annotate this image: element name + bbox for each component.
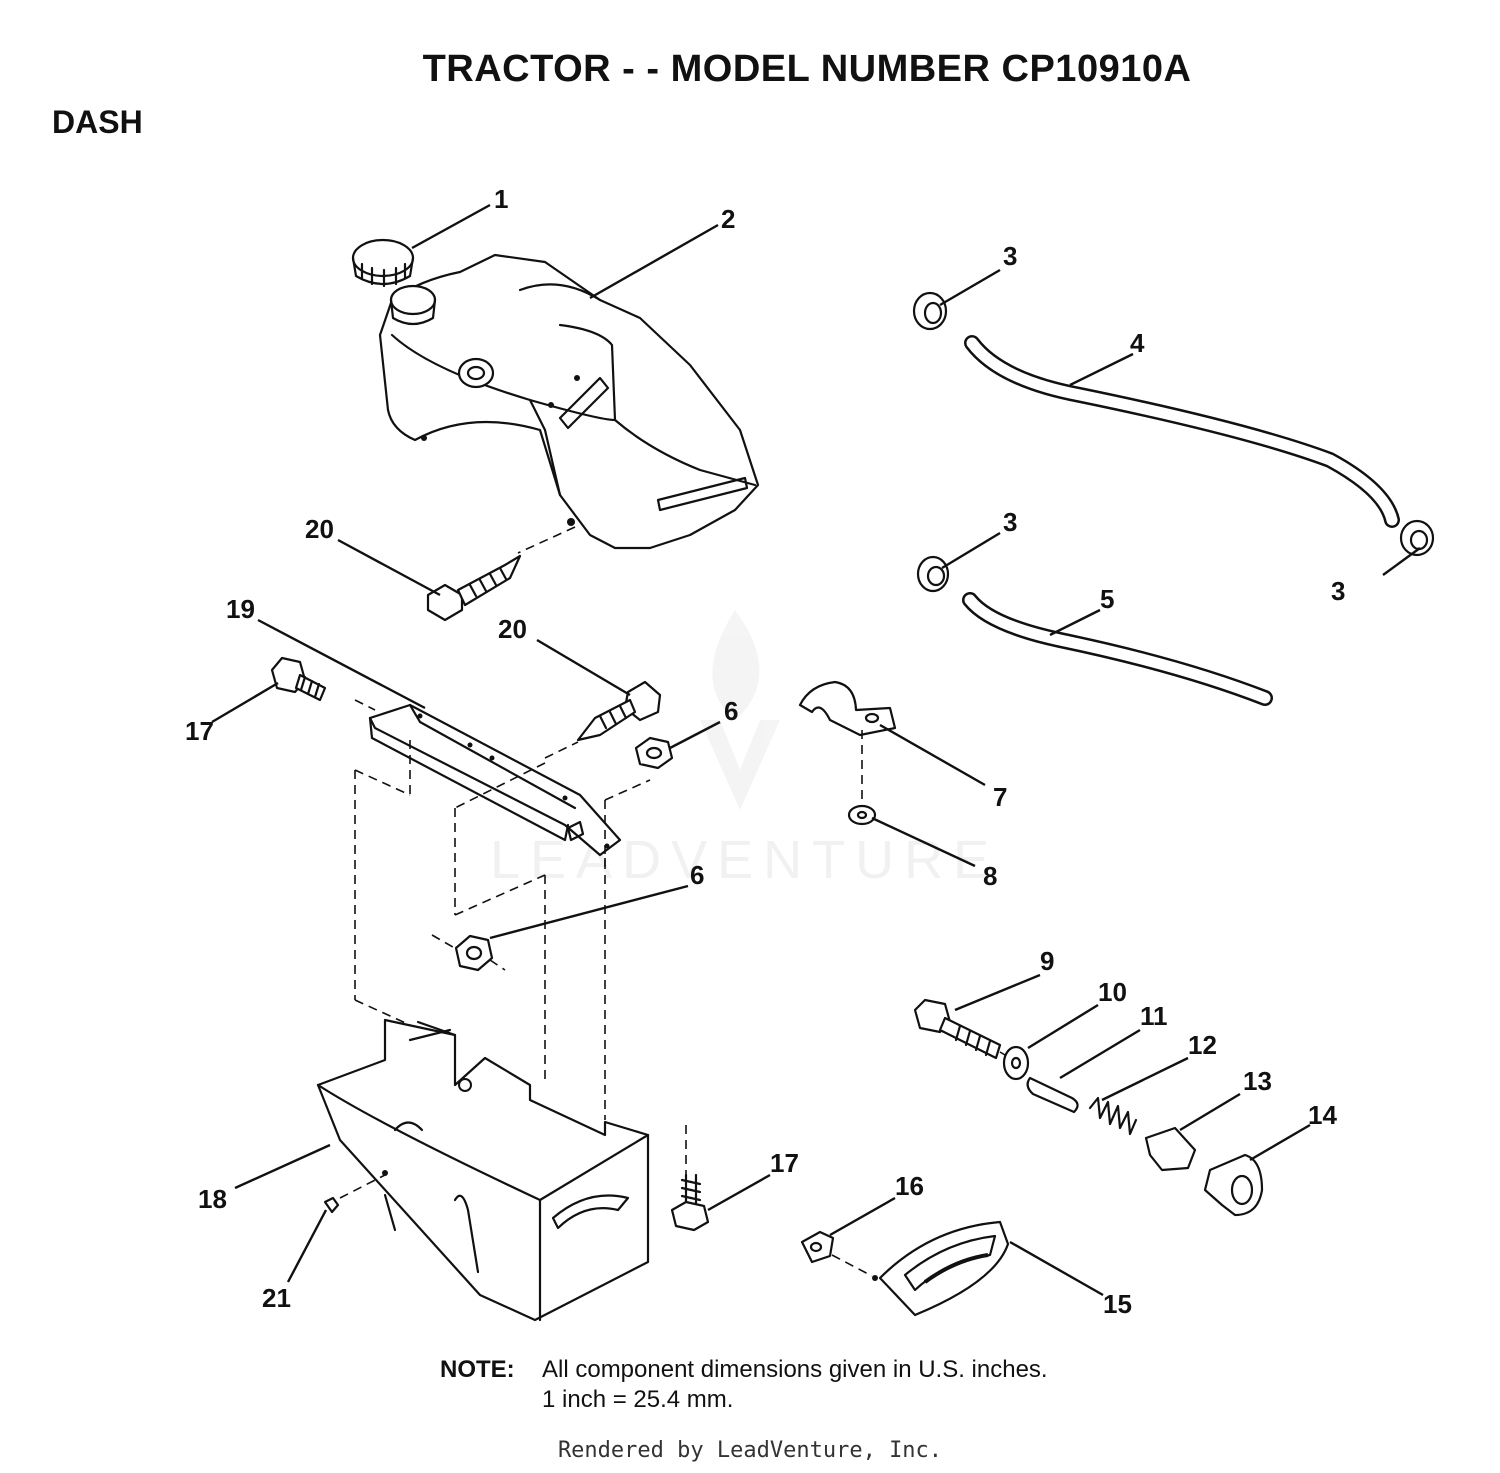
hex-bolt bbox=[913, 998, 1002, 1060]
callout-4: 4 bbox=[1130, 328, 1145, 358]
hose-clamp-right bbox=[1399, 519, 1435, 557]
callout-15: 15 bbox=[1103, 1289, 1132, 1319]
callout-8: 8 bbox=[983, 861, 997, 891]
callout-1: 1 bbox=[494, 184, 508, 214]
callout-6-upper: 6 bbox=[724, 696, 738, 726]
lever-knob bbox=[800, 1230, 835, 1264]
callout-3-middle: 3 bbox=[1003, 507, 1017, 537]
spacer bbox=[1026, 1076, 1079, 1114]
note-line-2: 1 inch = 25.4 mm. bbox=[542, 1386, 734, 1413]
fuel-cap bbox=[351, 238, 415, 288]
shoulder-bolt-lower bbox=[670, 1173, 710, 1232]
fuel-hose-short bbox=[962, 592, 1273, 706]
callout-3-right: 3 bbox=[1331, 576, 1345, 606]
callout-20-upper: 20 bbox=[305, 514, 334, 544]
self-tapping-screw-lower bbox=[576, 680, 662, 742]
dash-panel bbox=[316, 1018, 650, 1322]
compression-spring bbox=[1088, 1096, 1138, 1136]
callout-18: 18 bbox=[198, 1184, 227, 1214]
note-label: NOTE: bbox=[440, 1356, 515, 1383]
watermark-text: LEADVENTURE bbox=[490, 830, 999, 890]
assembly-dashed-lines bbox=[339, 526, 1006, 1277]
note-line-1: All component dimensions given in U.S. i… bbox=[542, 1356, 1048, 1383]
fuel-tank-dash-housing bbox=[378, 253, 760, 550]
callout-11: 11 bbox=[1140, 1001, 1168, 1031]
hose-clamp-middle bbox=[916, 555, 950, 593]
callout-3-top: 3 bbox=[1003, 241, 1017, 271]
callout-21: 21 bbox=[262, 1283, 291, 1313]
page-title: TRACTOR - - MODEL NUMBER CP10910A bbox=[422, 48, 1192, 90]
callout-13: 13 bbox=[1243, 1066, 1272, 1096]
section-label: DASH bbox=[52, 104, 143, 140]
shoulder-bolt-upper bbox=[270, 656, 327, 702]
hex-nut-upper bbox=[634, 736, 674, 770]
callout-19: 19 bbox=[226, 594, 255, 624]
callout-16: 16 bbox=[895, 1171, 924, 1201]
bushing bbox=[1144, 1126, 1197, 1172]
throttle-quadrant bbox=[872, 1220, 1010, 1317]
callout-10: 10 bbox=[1098, 977, 1127, 1007]
callout-17-lower: 17 bbox=[770, 1148, 799, 1178]
fuel-hose-long bbox=[964, 335, 1400, 528]
callout-7: 7 bbox=[993, 782, 1007, 812]
washer bbox=[1002, 1045, 1030, 1081]
callout-labels: 1 2 3 3 3 4 5 20 19 20 6 17 7 8 6 9 10 1… bbox=[185, 184, 1345, 1319]
cam-bracket bbox=[1203, 1153, 1264, 1217]
callout-2: 2 bbox=[721, 204, 735, 234]
callout-6-lower: 6 bbox=[690, 860, 704, 890]
callout-9: 9 bbox=[1040, 946, 1054, 976]
callout-12: 12 bbox=[1188, 1030, 1217, 1060]
callout-leader-lines bbox=[211, 203, 1421, 1297]
hose-clip bbox=[798, 680, 897, 737]
self-tapping-screw-upper bbox=[426, 554, 522, 622]
dash-bracket-bar bbox=[368, 703, 622, 857]
callout-20-lower: 20 bbox=[498, 614, 527, 644]
callout-5: 5 bbox=[1100, 584, 1114, 614]
hex-nut-lower bbox=[454, 934, 494, 972]
footer-credit: Rendered by LeadVenture, Inc. bbox=[557, 1438, 943, 1463]
panel-screw bbox=[323, 1196, 340, 1214]
callout-14: 14 bbox=[1308, 1100, 1337, 1130]
hose-clamp-top bbox=[912, 291, 948, 331]
callout-17-upper: 17 bbox=[185, 716, 214, 746]
flat-washer bbox=[847, 804, 877, 826]
